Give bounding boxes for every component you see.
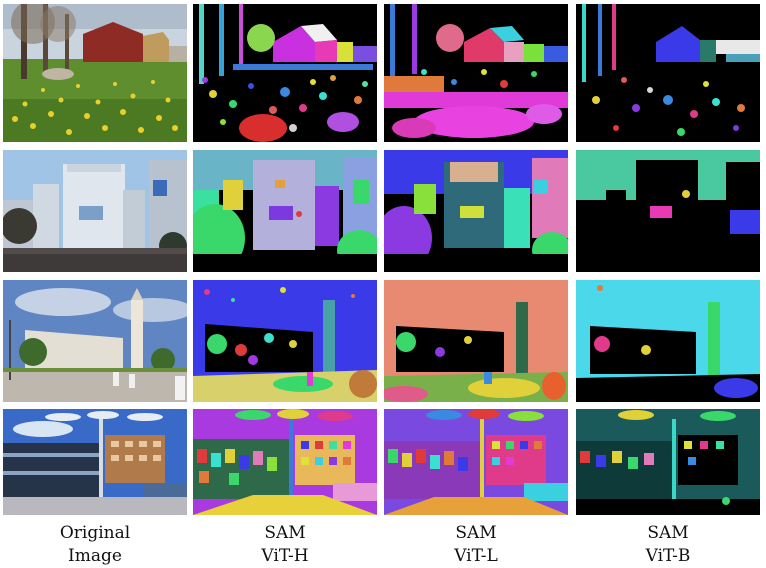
column-caption-original: Original Image [3, 522, 187, 568]
caption-line2: ViT-H [261, 546, 309, 566]
panel-row3-sam-vit-b [576, 280, 760, 402]
caption-line2: Image [68, 546, 122, 566]
panel-row2-sam-vit-l [384, 150, 568, 272]
panel-row3-sam-vit-l [384, 280, 568, 402]
caption-line2: ViT-L [454, 546, 498, 566]
panel-row4-sam-vit-l [384, 409, 568, 515]
panel-row1-sam-vit-l [384, 4, 568, 142]
panel-row4-sam-vit-b [576, 409, 760, 515]
column-caption-sam-vit-h: SAM ViT-H [193, 522, 377, 568]
panel-row2-sam-vit-h [193, 150, 377, 272]
column-caption-sam-vit-b: SAM ViT-B [576, 522, 760, 568]
column-caption-sam-vit-l: SAM ViT-L [384, 522, 568, 568]
caption-line1: SAM [264, 523, 306, 543]
panel-row4-original [3, 409, 187, 515]
panel-row2-original [3, 150, 187, 272]
caption-line1: SAM [455, 523, 497, 543]
panel-row1-original [3, 4, 187, 142]
caption-line1: SAM [647, 523, 689, 543]
panel-row4-sam-vit-h [193, 409, 377, 515]
panel-row1-sam-vit-h [193, 4, 377, 142]
panel-row3-original [3, 280, 187, 402]
panel-row2-sam-vit-b [576, 150, 760, 272]
caption-line2: ViT-B [645, 546, 691, 566]
caption-line1: Original [59, 523, 131, 543]
panel-row1-sam-vit-b [576, 4, 760, 142]
panel-row3-sam-vit-h [193, 280, 377, 402]
